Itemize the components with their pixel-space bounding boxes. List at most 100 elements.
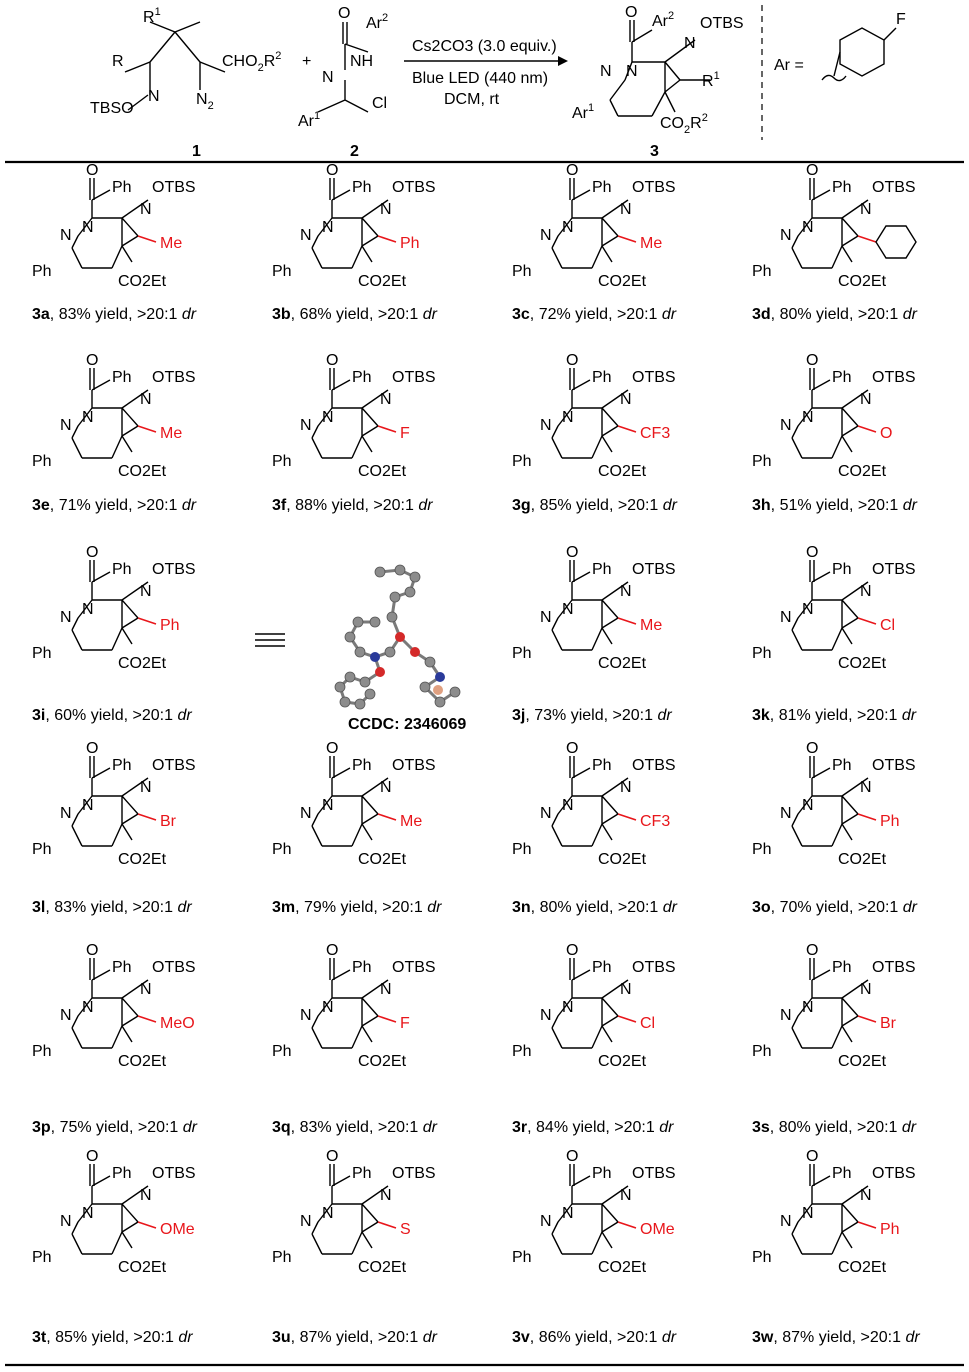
aryl-label: Ph (512, 263, 532, 280)
ring-nitrogen: N (780, 227, 792, 244)
substituent-label: Br (880, 1015, 897, 1032)
substituent-label: O (880, 425, 892, 442)
ring-nitrogen: N (802, 797, 814, 814)
compound-id: 3w (752, 1329, 774, 1346)
otbs-label-3: OTBS (700, 15, 744, 32)
compound-caption-3w: 3w, 87% yield, >20:1 dr (752, 1329, 920, 1347)
compound-id: 3o (752, 899, 771, 916)
oxime-label: OTBS (152, 179, 196, 196)
ester-label: CO2Et (358, 273, 407, 290)
ar-equals: Ar = (774, 57, 804, 74)
substituent-label: F (400, 1015, 410, 1032)
o-label-3: O (625, 4, 637, 21)
substituent-label: Ph (400, 235, 420, 252)
reaction-arrow: Cs2CO3 (3.0 equiv.) Blue LED (440 nm) DC… (404, 38, 568, 108)
bond (791, 1164, 869, 1255)
ring-nitrogen: N (300, 1213, 312, 1230)
ar-definition: Ar = F (774, 11, 906, 82)
ring-nitrogen: N (322, 1205, 334, 1222)
ring-nitrogen: N (802, 601, 814, 618)
ar2-label-3: Ar2 (652, 10, 674, 30)
oxime-label: OTBS (632, 757, 676, 774)
bond (311, 756, 389, 847)
oxime-nitrogen: N (380, 1187, 392, 1204)
oxime-nitrogen: N (860, 391, 872, 408)
bond (875, 225, 917, 259)
n-label-3: N (684, 35, 696, 52)
ring-nitrogen: N (82, 601, 94, 618)
ester-label: CO2Et (118, 1053, 167, 1070)
ccdc-label: CCDC: 2346069 (348, 716, 467, 733)
oxime-nitrogen: N (140, 1187, 152, 1204)
substituent-label: Me (640, 235, 662, 252)
bond (311, 958, 389, 1049)
carbonyl-oxygen: O (86, 1148, 98, 1165)
carbonyl-oxygen: O (86, 162, 98, 179)
compound-id: 3p (32, 1119, 51, 1136)
compound-caption-3k: 3k, 81% yield, >20:1 dr (752, 707, 916, 725)
yield-text: , 85% yield, >20:1 (530, 497, 663, 514)
substituent-label: MeO (160, 1015, 195, 1032)
bond (857, 813, 877, 821)
reagent-2-number: 2 (350, 143, 359, 160)
bond (311, 178, 389, 269)
ar-fluoro-label: F (896, 11, 906, 28)
compound-caption-3n: 3n, 80% yield, >20:1 dr (512, 899, 677, 917)
dr-unit: dr (905, 1329, 920, 1346)
oxime-nitrogen: N (860, 583, 872, 600)
compound-caption-3d: 3d, 80% yield, >20:1 dr (752, 306, 917, 324)
ring-nitrogen: N (780, 805, 792, 822)
carbonyl-oxygen: O (86, 740, 98, 757)
oxime-label: OTBS (872, 1165, 916, 1182)
oxime-label: OTBS (872, 757, 916, 774)
r1-label-3: R1 (702, 70, 720, 90)
substituent-label: Ph (160, 617, 180, 634)
yield-text: , 68% yield, >20:1 (290, 306, 423, 323)
bond (791, 756, 869, 847)
compound-id: 3a (32, 306, 50, 323)
compound-id: 3i (32, 707, 46, 724)
n-label: N (148, 88, 160, 105)
aryl-label: Ph (32, 263, 52, 280)
carbonyl-oxygen: O (326, 942, 338, 959)
ester-label: CO2Et (598, 1053, 647, 1070)
bond (71, 958, 149, 1049)
substituent-label: Cl (640, 1015, 655, 1032)
o-label-2: O (338, 5, 350, 22)
ring-nitrogen: N (60, 227, 72, 244)
bond (377, 425, 397, 433)
ester-label: CO2Et (118, 463, 167, 480)
r-label: R (112, 53, 124, 70)
ester-label: CO2Et (838, 655, 887, 672)
cho2r2-label: CHO2R2 (222, 50, 281, 74)
ar2-label-2: Ar2 (366, 12, 388, 32)
oxime-label: OTBS (392, 179, 436, 196)
oxime-label: OTBS (632, 179, 676, 196)
bond (311, 368, 389, 459)
oxime-label: OTBS (872, 561, 916, 578)
benzoyl-label: Ph (112, 179, 132, 196)
bond (857, 425, 877, 433)
dr-unit: dr (182, 1119, 197, 1136)
ring-nitrogen: N (300, 805, 312, 822)
ester-label: CO2Et (838, 851, 887, 868)
compound-id: 3c (512, 306, 530, 323)
substituent-label: Ph (880, 813, 900, 830)
yield-text: , 81% yield, >20:1 (769, 707, 902, 724)
dr-unit: dr (662, 497, 677, 514)
aryl-label: Ph (272, 453, 292, 470)
ester-label: CO2Et (598, 655, 647, 672)
oxime-label: OTBS (392, 369, 436, 386)
yield-text: , 87% yield, >20:1 (773, 1329, 906, 1346)
aryl-label: Ph (32, 645, 52, 662)
bond (137, 1221, 157, 1229)
dr-unit: dr (177, 707, 192, 724)
compound-caption-3s: 3s, 80% yield, >20:1 dr (752, 1119, 916, 1137)
